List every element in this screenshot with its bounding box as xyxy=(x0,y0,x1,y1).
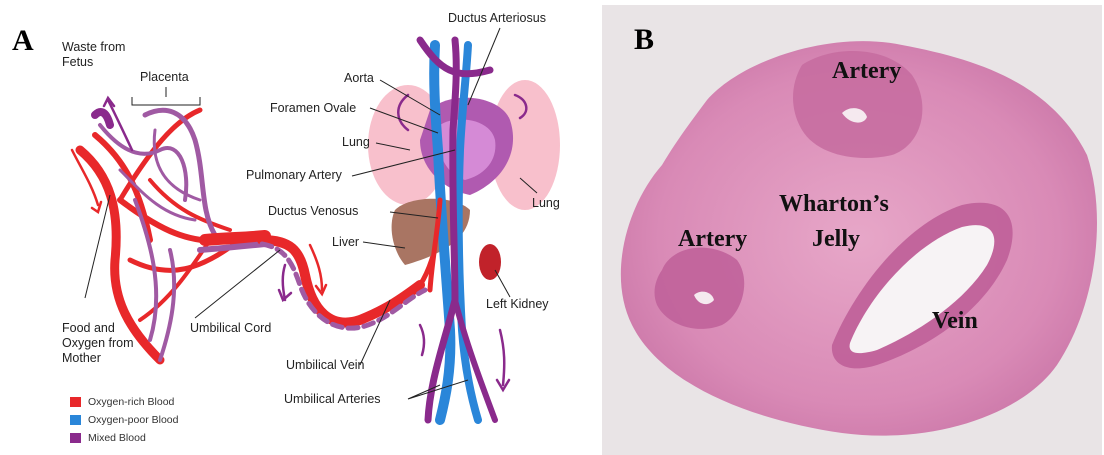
legend-label: Mixed Blood xyxy=(88,432,146,444)
label-whartons-line2: Jelly xyxy=(812,225,860,253)
label-artery-top: Artery xyxy=(832,57,901,85)
legend-item-oxygen-rich: Oxygen-rich Blood xyxy=(70,396,174,408)
label-ductus-venosus: Ductus Venosus xyxy=(268,204,358,219)
panel-a-letter: A xyxy=(12,24,34,58)
label-liver: Liver xyxy=(332,235,359,250)
label-aorta: Aorta xyxy=(344,71,374,86)
histology-panel: B Artery Artery Wharton’s Jelly Vein xyxy=(602,5,1102,455)
label-artery-left: Artery xyxy=(678,225,747,253)
label-food-oxygen: Food and Oxygen from Mother xyxy=(62,321,134,366)
legend-label: Oxygen-poor Blood xyxy=(88,414,178,426)
legend-swatch-mixed xyxy=(70,433,81,443)
label-ductus-arteriosus: Ductus Arteriosus xyxy=(448,11,546,26)
legend-label: Oxygen-rich Blood xyxy=(88,396,174,408)
legend-swatch-oxygen-poor xyxy=(70,415,81,425)
label-vein: Vein xyxy=(932,307,978,335)
label-whartons-line1: Wharton’s xyxy=(779,190,889,218)
label-left-kidney: Left Kidney xyxy=(486,297,549,312)
label-umbilical-cord: Umbilical Cord xyxy=(190,321,271,336)
label-waste-from-fetus: Waste from Fetus xyxy=(62,40,125,70)
legend-item-mixed: Mixed Blood xyxy=(70,432,146,444)
label-lung-right: Lung xyxy=(532,196,560,211)
legend-item-oxygen-poor: Oxygen-poor Blood xyxy=(70,414,178,426)
label-umbilical-vein: Umbilical Vein xyxy=(286,358,365,373)
fetal-circulation-panel: A Waste from Fetus Placenta Food and Oxy… xyxy=(0,0,600,455)
legend-swatch-oxygen-rich xyxy=(70,397,81,407)
label-lung-left: Lung xyxy=(342,135,370,150)
label-pulmonary-artery: Pulmonary Artery xyxy=(246,168,342,183)
panel-b-letter: B xyxy=(634,23,654,57)
label-placenta: Placenta xyxy=(140,70,189,85)
label-umbilical-arteries: Umbilical Arteries xyxy=(284,392,381,407)
label-foramen-ovale: Foramen Ovale xyxy=(270,101,356,116)
